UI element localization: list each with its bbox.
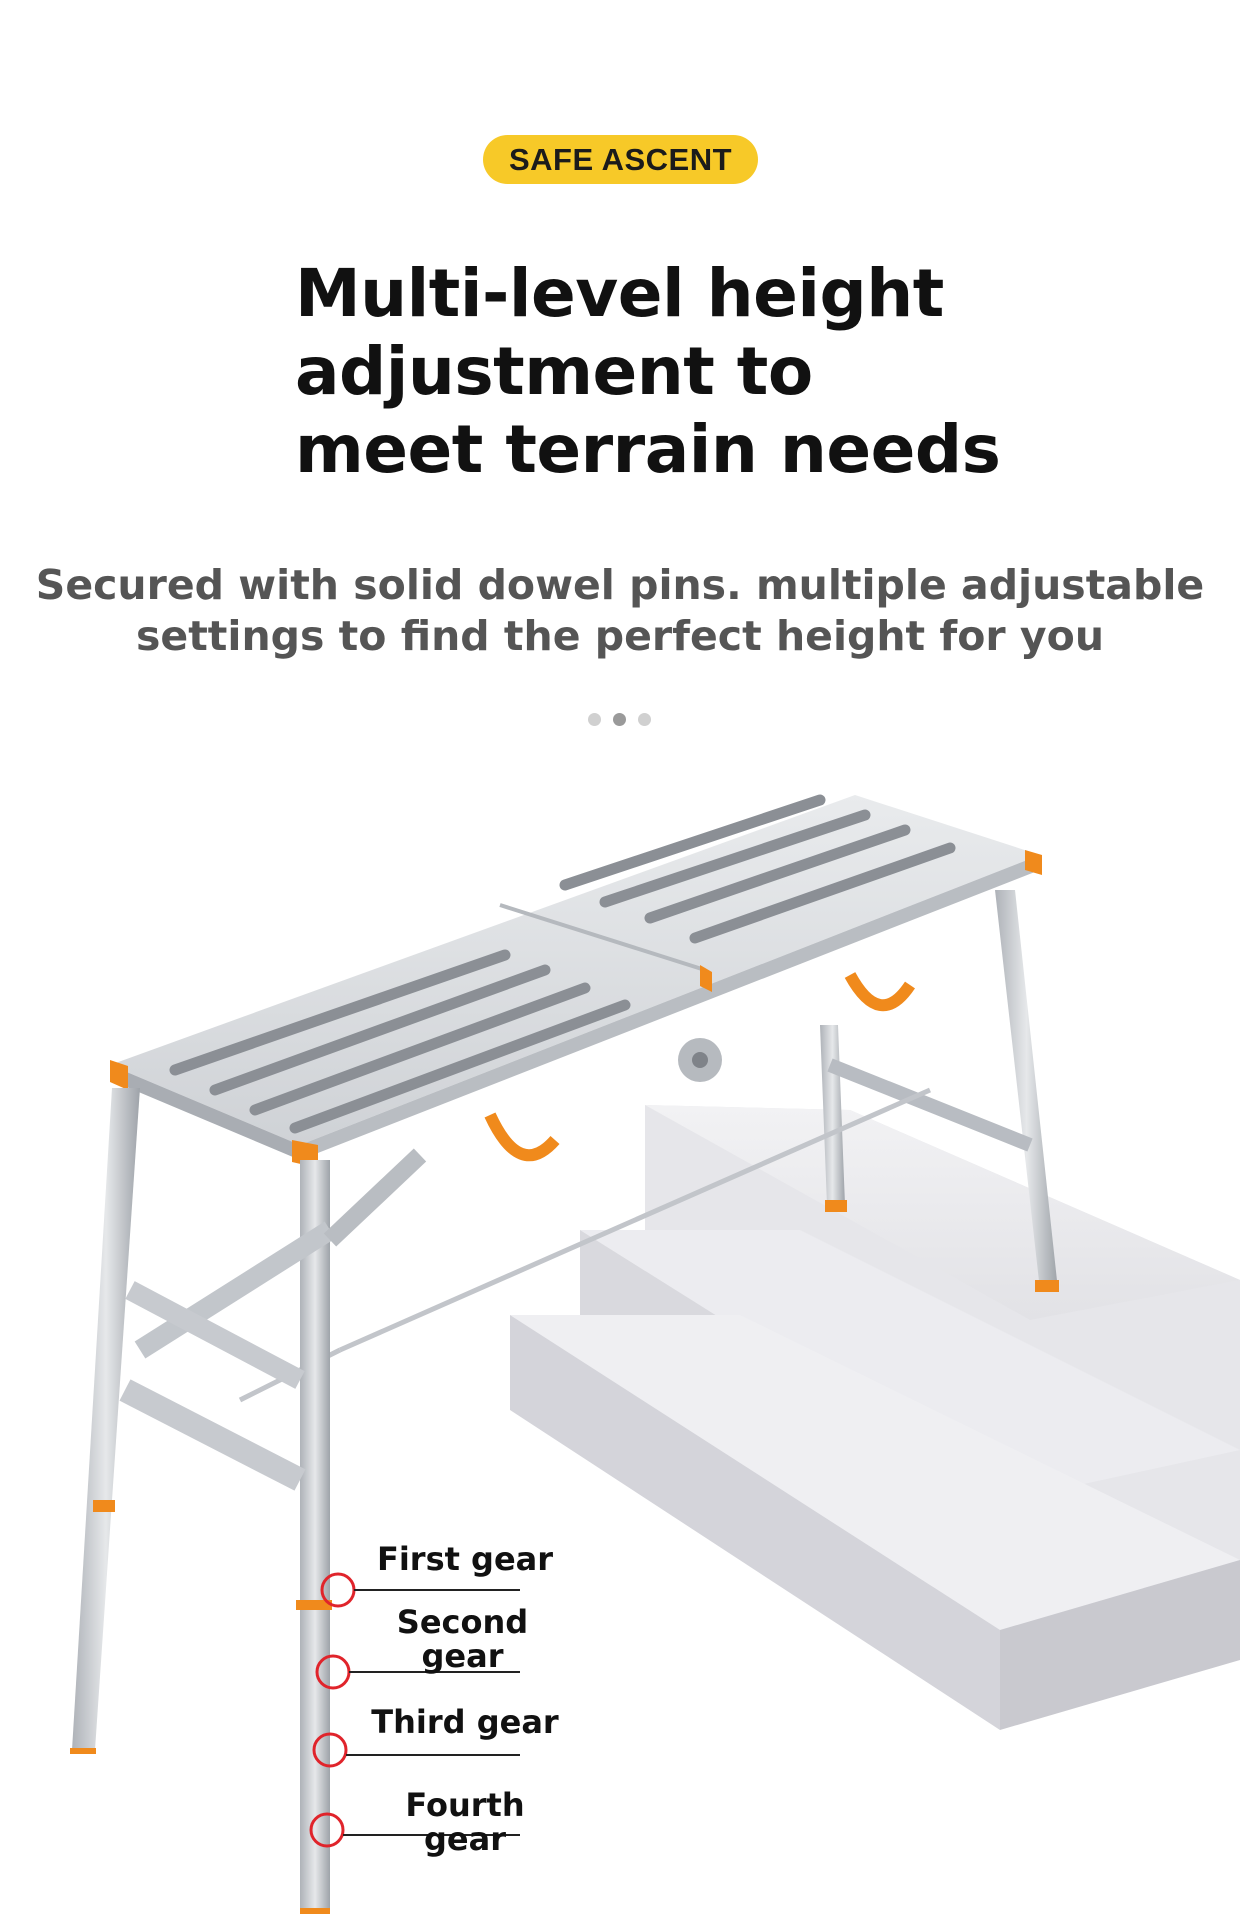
gear-label-first: First gear	[376, 1540, 554, 1578]
stairs-illustration	[510, 1105, 1240, 1730]
scaffold-product-image	[70, 794, 1240, 1914]
gear-label-fourth: Fourth gear	[405, 1786, 525, 1858]
carousel-dot-1[interactable]	[588, 713, 601, 726]
carousel-dot-2[interactable]	[613, 713, 626, 726]
gear-label-third: Third gear	[371, 1703, 559, 1741]
platform	[110, 794, 1042, 1168]
headline-line-1: Multi-level height	[295, 255, 944, 332]
gear-3-marker	[312, 1732, 348, 1768]
headline-line-2: adjustment to	[295, 333, 813, 410]
carousel-dots	[588, 713, 652, 727]
subtitle: Secured with solid dowel pins. multiple …	[20, 560, 1220, 662]
front-legs	[70, 1088, 427, 1914]
carousel-dot-3[interactable]	[638, 713, 651, 726]
subtitle-line-2: settings to find the perfect height for …	[135, 612, 1105, 660]
subtitle-line-1: Secured with solid dowel pins. multiple …	[35, 561, 1205, 609]
gear-label-second-line-2: gear	[421, 1637, 504, 1675]
headline-line-3: meet terrain needs	[295, 411, 1001, 488]
gear-label-second-line-1: Second	[396, 1603, 529, 1641]
gear-label-second: Second gear	[370, 1605, 555, 1673]
back-legs	[820, 890, 1059, 1292]
gear-markers	[309, 1572, 520, 1848]
gear-4-marker	[309, 1812, 345, 1848]
headline: Multi-level height adjustment to meet te…	[295, 255, 1055, 489]
safe-ascent-badge: SAFE ASCENT	[483, 135, 758, 184]
